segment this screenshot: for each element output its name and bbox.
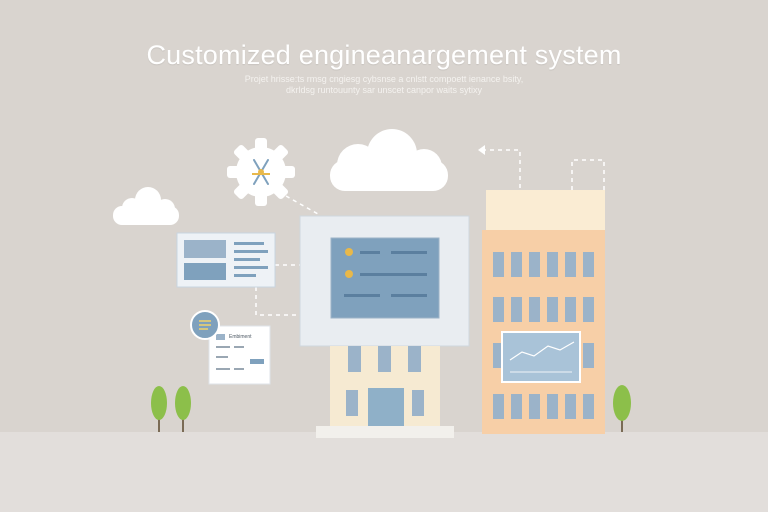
subtitle-line: dkrldsg runtouunty sar unscet canpor wai… [285, 85, 483, 95]
document-icon [190, 310, 271, 385]
office-building-left [316, 346, 454, 438]
page-title: Customized engineanargement system [146, 40, 622, 70]
document-card-label: Embiment [229, 334, 252, 340]
tree-icon [151, 386, 167, 432]
ground [0, 432, 768, 512]
cloud-icon [113, 187, 179, 225]
central-monitor [299, 215, 470, 347]
subtitle-line: Projet hrisse:ts rmsg cngiesg cybsnse a … [244, 74, 524, 84]
arrow-head [478, 145, 485, 155]
tree-icon [175, 386, 191, 432]
cloud-icon [330, 129, 448, 191]
dashboard-card [176, 232, 276, 288]
connector-lines [255, 149, 605, 316]
gear-icon [227, 138, 295, 206]
chart-icon [501, 331, 581, 383]
office-building-right [482, 190, 605, 434]
page-subtitle: Projet hrisse:ts rmsg cngiesg cybsnse a … [0, 74, 768, 96]
tree-icon [613, 385, 631, 432]
